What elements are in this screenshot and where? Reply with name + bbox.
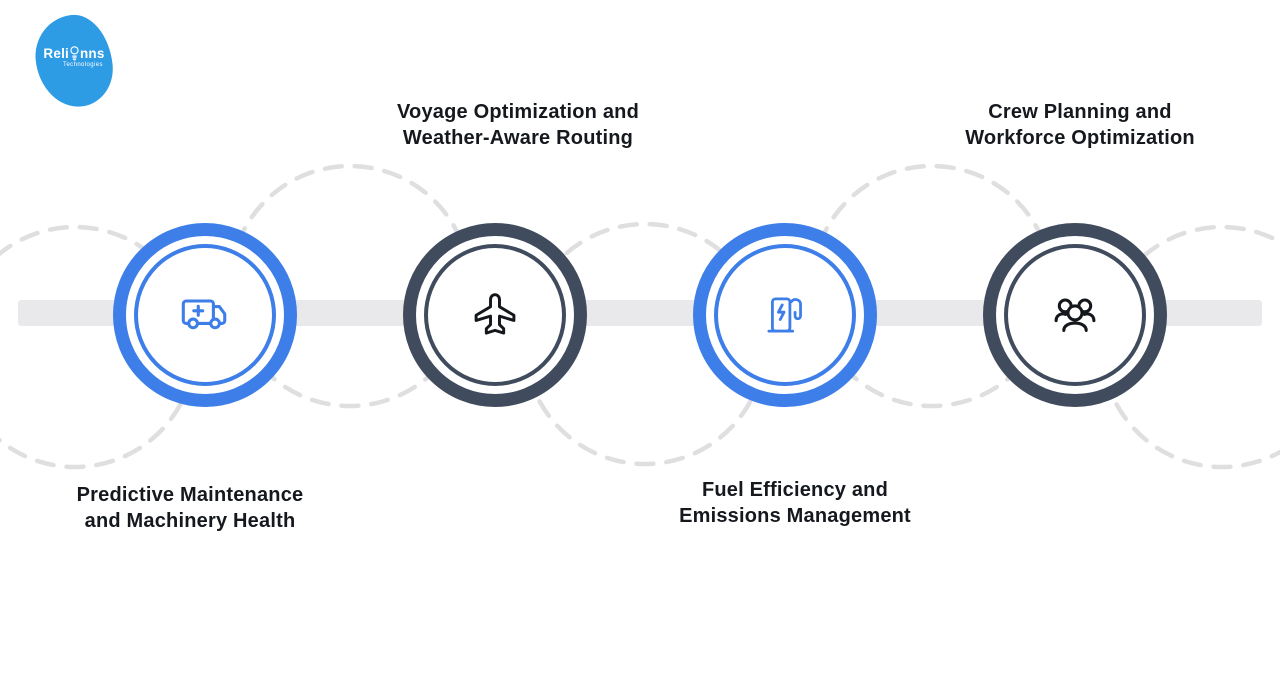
- node-inner-ring: [424, 244, 566, 386]
- label-predictive-maintenance: Predictive Maintenance and Machinery Hea…: [20, 482, 360, 534]
- node-inner-ring: [134, 244, 276, 386]
- node-inner-ring: [714, 244, 856, 386]
- node-outer-ring: [113, 223, 297, 407]
- ambulance-truck-icon: [181, 299, 227, 330]
- relinns-logo: Reli nns Technologies: [31, 11, 117, 111]
- label-line: Fuel Efficiency and: [701, 479, 889, 501]
- logo-tagline: Technologies: [63, 62, 103, 68]
- node-outer-ring: [693, 223, 877, 407]
- logo-brand-text: Reli nns: [36, 45, 112, 61]
- crew-group-icon: [1054, 298, 1096, 332]
- node-crew-planning: [983, 223, 1167, 407]
- node-outer-ring: [983, 223, 1167, 407]
- lightbulb-icon: [70, 46, 79, 61]
- label-line: Workforce Optimization: [965, 127, 1195, 149]
- label-fuel-efficiency: Fuel Efficiency and Emissions Management: [625, 477, 965, 529]
- label-line: Crew Planning and: [988, 101, 1172, 123]
- label-crew-planning: Crew Planning and Workforce Optimization: [910, 99, 1250, 151]
- airplane-icon: [474, 293, 516, 335]
- label-voyage-optimization: Voyage Optimization and Weather-Aware Ro…: [348, 99, 688, 151]
- label-line: Weather-Aware Routing: [402, 127, 634, 149]
- node-inner-ring: [1004, 244, 1146, 386]
- logo-brand-prefix: Reli: [43, 45, 69, 61]
- node-voyage-optimization: [403, 223, 587, 407]
- node-fuel-efficiency: [693, 223, 877, 407]
- label-line: and Machinery Health: [84, 510, 296, 532]
- label-line: Emissions Management: [679, 505, 911, 527]
- label-line: Voyage Optimization and: [396, 101, 640, 123]
- logo-brand-suffix: nns: [79, 45, 105, 61]
- ev-charger-icon: [767, 297, 802, 333]
- node-outer-ring: [403, 223, 587, 407]
- node-predictive-maintenance: [113, 223, 297, 407]
- label-line: Predictive Maintenance: [76, 484, 304, 506]
